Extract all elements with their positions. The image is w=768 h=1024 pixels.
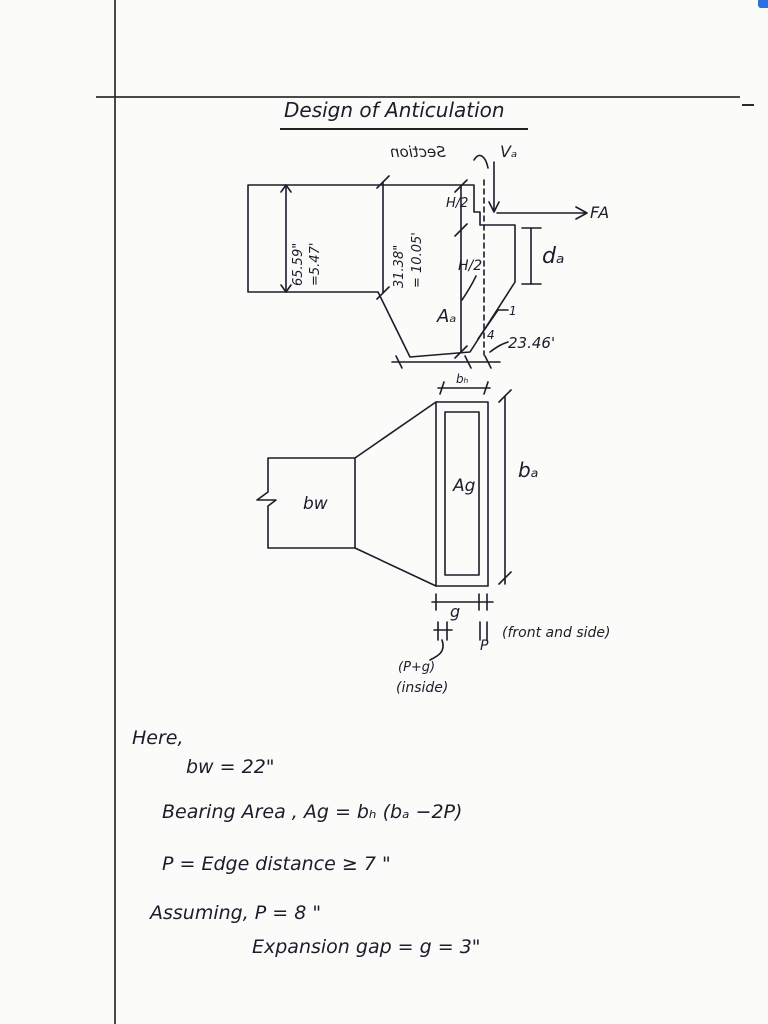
- bottom-tick-3: [484, 355, 492, 369]
- fa-arrow: [496, 206, 588, 220]
- half-tick-bottom: [454, 345, 468, 359]
- plan-drawing: [256, 381, 512, 661]
- pg-label: (P+g): [398, 660, 436, 675]
- bottom-tick-2: [464, 355, 472, 369]
- header-rule: [96, 96, 740, 98]
- va-arrow: [488, 161, 500, 213]
- slope-run-label: 4: [487, 328, 495, 342]
- slope-triangle: [477, 309, 509, 340]
- note-here: Here,: [132, 727, 184, 749]
- depth-arrow-bottom: [280, 284, 292, 293]
- note-bw-value: bw = 22": [186, 756, 275, 778]
- bottom-tick-1: [395, 355, 403, 369]
- margin-line: [114, 0, 116, 1024]
- note-expansion-gap: Expansion gap = g = 3": [252, 936, 481, 958]
- note-edge-distance: P = Edge distance ≥ 7 ": [162, 853, 391, 875]
- section-pointer: [473, 154, 489, 169]
- bb-tick-left: [439, 381, 445, 395]
- half-height-bottom-label: H/2: [458, 258, 483, 274]
- note-assuming: Assuming, P = 8 ": [150, 902, 322, 924]
- corner-marker: [758, 0, 768, 8]
- depth-full-label: 65.59": [291, 242, 306, 286]
- note-bearing-area: Bearing Area , Ag = bₕ (bₐ −2P): [162, 801, 463, 823]
- bearing-outer: [435, 401, 489, 587]
- bb-label: bₕ: [456, 372, 469, 386]
- dap-depth-ft-label: = 10.05': [410, 232, 425, 288]
- p-label: P: [480, 638, 489, 654]
- depth-arrow-top: [280, 184, 292, 193]
- g-label: g: [450, 602, 461, 621]
- ag-label: Ag: [453, 476, 476, 496]
- bw-label: bw: [303, 494, 328, 514]
- half-tick-mid: [454, 223, 468, 237]
- page-title: Design of Anticulation: [284, 98, 505, 122]
- bearing-inner: [444, 411, 480, 576]
- aa-pointer: [461, 275, 477, 301]
- fa-label: FA: [590, 203, 610, 222]
- dap-tick-bottom: [376, 286, 390, 300]
- beam-outline: [247, 184, 516, 358]
- da-label: dₐ: [542, 244, 565, 269]
- title-underline: [280, 128, 528, 130]
- aa-label: Aₐ: [437, 306, 457, 327]
- plan-taper: [354, 401, 437, 587]
- dap-depth-label: 31.38": [392, 244, 407, 288]
- slope-rise-label: 1: [509, 304, 517, 318]
- elevation-drawing: [247, 154, 588, 369]
- half-height-top-label: H/2: [446, 196, 469, 211]
- pg-pointer: [429, 639, 444, 661]
- ba-label: bₐ: [518, 458, 539, 482]
- ba-tick-top: [498, 389, 512, 403]
- dap-tick-top: [376, 175, 390, 189]
- half-tick-top: [454, 179, 468, 193]
- bb-tick-right: [483, 381, 489, 395]
- rule-tick: [742, 104, 754, 106]
- front-side-label: (front and side): [502, 625, 611, 641]
- ba-tick-bottom: [498, 571, 512, 585]
- depth-full-ft-label: =5.47': [308, 242, 323, 286]
- angle-pointer: [489, 341, 509, 353]
- va-label: Vₐ: [500, 142, 518, 161]
- section-label: Section: [390, 143, 446, 161]
- angle-label: 23.46': [508, 334, 556, 352]
- inside-label: (inside): [396, 680, 449, 696]
- web-stub: [256, 457, 356, 549]
